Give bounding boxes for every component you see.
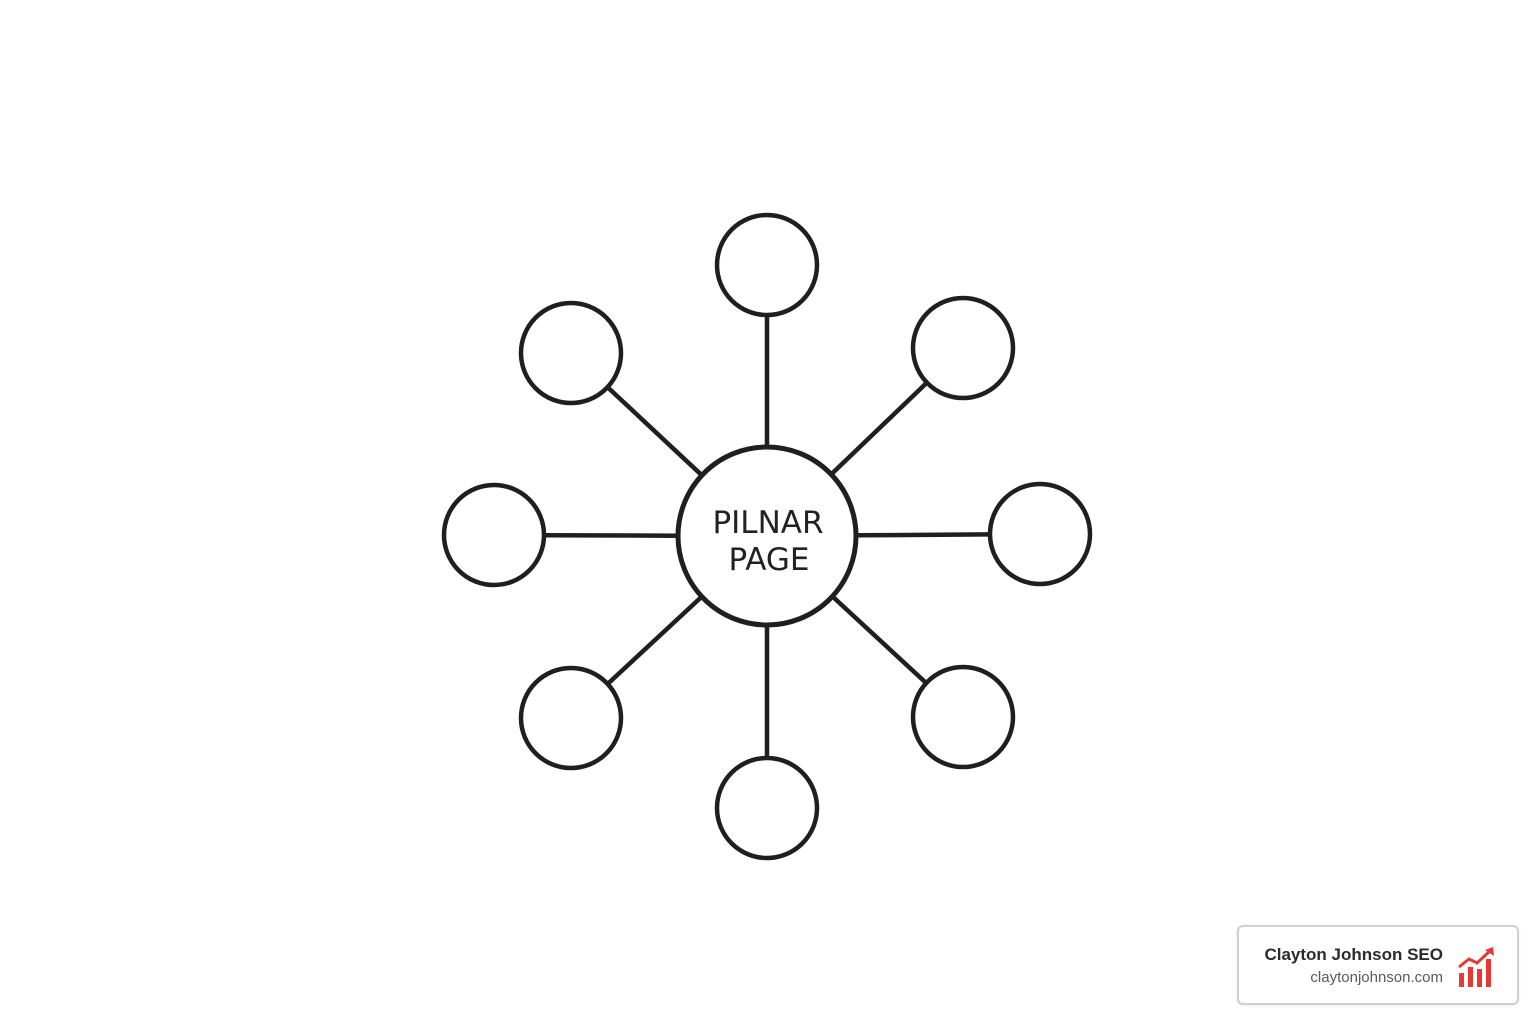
satellite-left [441, 482, 547, 588]
spoke-left [543, 532, 679, 538]
pillar-node: PILNAR PAGE [675, 444, 859, 628]
satellite-bottom-right [910, 664, 1016, 770]
satellite-top [714, 212, 820, 318]
brand-text: Clayton Johnson SEO claytonjohnson.com [1264, 945, 1443, 988]
spoke-top-left [605, 385, 704, 477]
brand-badge[interactable]: Clayton Johnson SEO claytonjohnson.com [1237, 925, 1519, 1005]
satellite-top-left [518, 300, 624, 406]
rising-chart-icon [1458, 947, 1494, 987]
spoke-right [855, 532, 991, 538]
spoke-bottom-right [830, 594, 928, 685]
satellite-right [987, 481, 1093, 587]
spokes [543, 315, 991, 758]
satellite-bottom-left [518, 665, 624, 771]
satellite-top-right [910, 295, 1016, 401]
brand-url: claytonjohnson.com [1310, 969, 1443, 986]
satellites [441, 212, 1093, 861]
pillar-label-line2: PAGE [729, 542, 810, 578]
spoke-bottom-left [606, 594, 704, 686]
pillar-circle [675, 444, 859, 628]
brand-name: Clayton Johnson SEO [1264, 945, 1443, 964]
satellite-bottom [714, 755, 820, 861]
pillar-label-line1: PILNAR [712, 505, 823, 541]
spoke-top-right [829, 380, 929, 477]
